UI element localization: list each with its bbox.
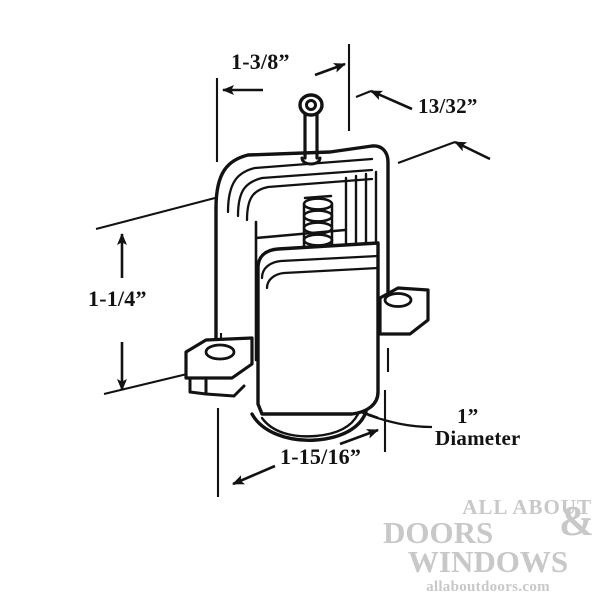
roller-body-bevel: [260, 254, 380, 290]
dimension-label-width: 1-3/8”: [231, 49, 290, 74]
ampersand-icon: &: [559, 498, 594, 545]
housing-top-bevel-lines: [226, 157, 374, 222]
wheel: [250, 410, 368, 442]
dimension-label-length: 1-15/16”: [280, 444, 362, 469]
diameter-word: Diameter: [435, 426, 521, 451]
wheel-outer-arc: [250, 410, 368, 442]
arrow-length-left: [232, 464, 276, 486]
watermark-line-windows: WINDOWS: [407, 543, 569, 579]
right-mounting-bracket: [378, 286, 430, 336]
left-bracket-tab: [188, 376, 208, 396]
leader-height-top: [95, 196, 216, 231]
left-mounting-bracket: [184, 336, 254, 398]
watermark-doors-text: DOORS: [383, 514, 494, 550]
pull-pin: [298, 93, 324, 166]
dimension-arrows-depth: [355, 89, 491, 164]
dimension-label-diameter: 1” Diameter: [435, 405, 521, 449]
roller-assembly-drawing: [184, 93, 430, 442]
watermark-line-all-about: ALL ABOUT: [462, 495, 592, 519]
leader-depth-lower: [397, 141, 456, 164]
left-bracket-screw-hole: [204, 343, 236, 361]
arrow-depth-lower: [454, 140, 491, 161]
dimension-arrows-length: [232, 428, 379, 486]
dimension-arrows-width: [222, 62, 346, 95]
dimension-label-depth: 13/32”: [418, 94, 478, 118]
watermark-line-url: allaboutdoors.com: [426, 578, 550, 595]
arrow-depth-upper: [370, 89, 413, 111]
wheel-inner-arc: [260, 412, 360, 438]
dimension-label-height: 1-1/4”: [88, 286, 147, 311]
left-bracket-foot: [204, 384, 246, 398]
pull-pin-collar: [300, 156, 322, 166]
watermark: ALL ABOUT DOORS & WINDOWS allaboutdoors.…: [380, 497, 596, 598]
roller-body: [256, 241, 380, 416]
arrow-width-right: [314, 62, 346, 77]
housing-outer-left-top: [214, 144, 390, 302]
diameter-value: 1”: [457, 404, 479, 428]
arrow-length-right: [339, 428, 379, 446]
watermark-line-doors-amp: DOORS &: [380, 501, 596, 550]
leader-depth-upper: [355, 90, 372, 98]
right-bracket-screw-hole: [383, 292, 413, 308]
